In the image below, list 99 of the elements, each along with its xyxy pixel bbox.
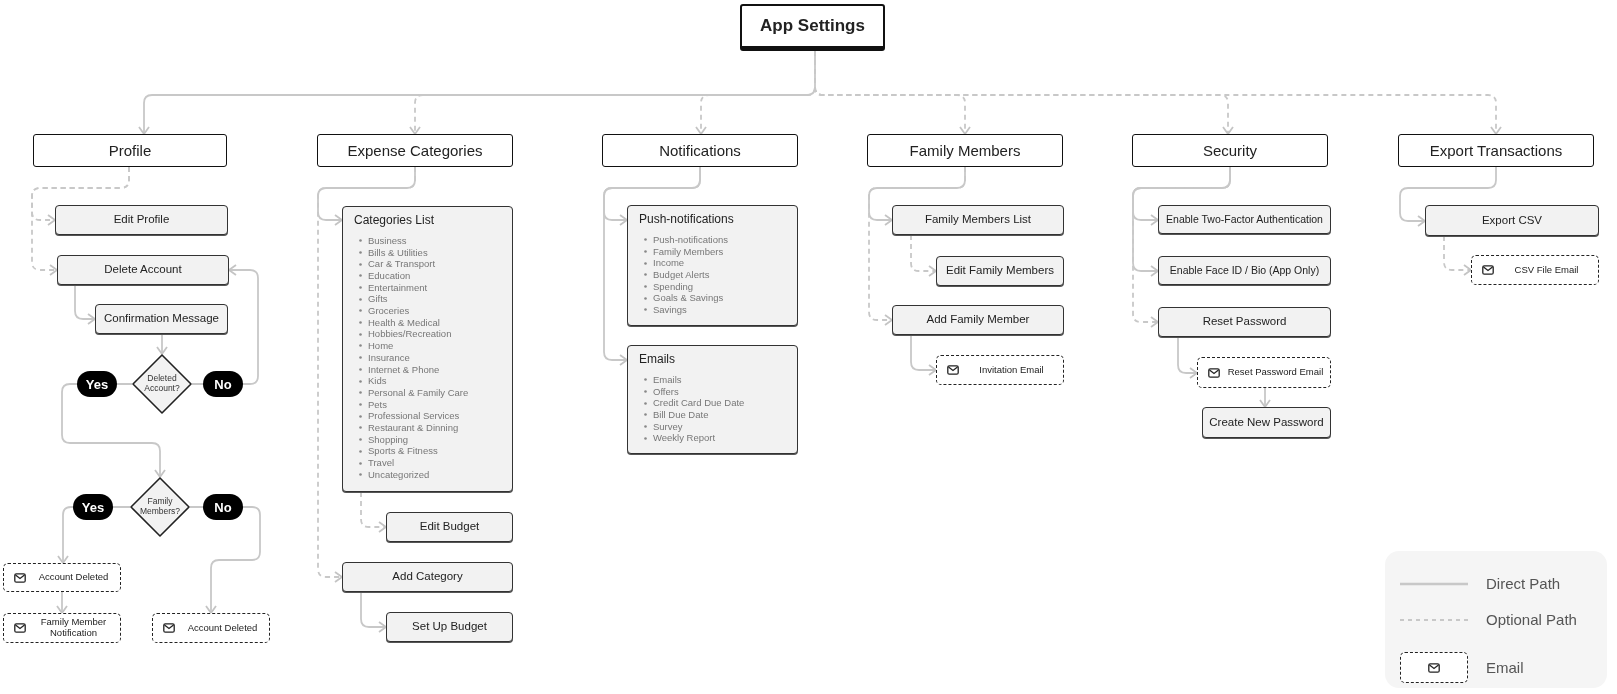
legend-label: Direct Path — [1486, 575, 1561, 592]
list-item: Home — [368, 340, 394, 352]
section-header-box: Notifications — [602, 134, 798, 167]
list-item: Car & Transport — [368, 258, 436, 270]
list-item: Savings — [653, 304, 687, 316]
process-box: Enable Face ID / Bio (App Only) — [1158, 256, 1331, 285]
list-item: Travel — [368, 457, 395, 469]
list-box — [627, 205, 798, 326]
process-box: Edit Family Members — [936, 256, 1064, 286]
list-item: Survey — [653, 420, 683, 433]
edge-label: No — [203, 494, 243, 520]
process-box: Set Up Budget — [386, 612, 513, 642]
process-box: Add Family Member — [892, 305, 1064, 335]
process-box: Confirmation Message — [95, 304, 228, 334]
list-item: Credit Card Due Date — [653, 397, 745, 409]
list-item: Kids — [368, 375, 387, 387]
process-box: Family Members List — [892, 205, 1064, 235]
decision-diamond — [130, 477, 190, 537]
process-box: Edit Budget — [386, 512, 513, 542]
list-item: Pets — [368, 398, 387, 411]
email-label: Account Deleted — [37, 572, 110, 583]
decision-diamond — [132, 354, 192, 414]
section-header-box: Security — [1132, 134, 1328, 167]
dashed-arrow — [868, 166, 966, 326]
email-label: Account Deleted — [186, 622, 259, 634]
list-heading: Emails — [639, 353, 676, 367]
list-box — [627, 345, 798, 454]
process-box: Create New Password — [1202, 407, 1331, 438]
list-item: Bills & Utilities — [368, 246, 428, 259]
list-item: Budget Alerts — [653, 268, 710, 281]
decision-label: Deleted Account? — [143, 374, 181, 394]
section-header-box: Export Transactions — [1398, 134, 1594, 167]
list-item: Education — [368, 269, 411, 282]
email-label: Reset Password Email — [1226, 367, 1325, 378]
list-item: Entertainment — [368, 281, 428, 294]
list-item: Internet & Phone — [368, 363, 440, 376]
process-box: Export CSV — [1425, 205, 1599, 236]
list-item: Family Members — [653, 245, 724, 258]
edge-label: No — [203, 371, 243, 397]
list-heading: Categories List — [354, 214, 436, 228]
email-box — [936, 355, 1064, 385]
arrow — [603, 166, 701, 366]
list-item: Shopping — [368, 433, 409, 446]
process-box: Edit Profile — [55, 205, 228, 235]
arrow — [56, 591, 68, 614]
list-item: Offers — [653, 385, 679, 398]
email-label: Invitation Email — [978, 364, 1045, 376]
dashed-arrow — [1443, 235, 1472, 276]
list-item: Uncategorized — [368, 468, 430, 481]
list-item: Insurance — [368, 351, 410, 364]
list-item: Groceries — [368, 305, 410, 317]
email-box — [1197, 357, 1331, 388]
email-box — [1471, 255, 1599, 285]
section-header-box: Expense Categories — [317, 134, 513, 167]
list-item: Gifts — [368, 293, 388, 305]
list-item: Sports & Fitness — [368, 445, 438, 458]
list-item: Bill Due Date — [653, 408, 709, 421]
email-box — [3, 563, 121, 592]
list-item: Professional Services — [368, 410, 460, 423]
arrow — [156, 333, 168, 355]
arrow — [1399, 166, 1497, 227]
section-header-box: Profile — [33, 134, 227, 167]
list-item: Restaurant & Dinning — [368, 422, 459, 434]
process-box: Enable Two-Factor Authentication — [1158, 205, 1331, 234]
list-item: Hobbies/Recreation — [368, 328, 452, 341]
list-item: Emails — [653, 373, 682, 386]
email-label: CSV File Email — [1513, 264, 1580, 276]
dashed-arrow — [910, 234, 937, 277]
list-item: Business — [368, 234, 407, 247]
list-item: Health & Medical — [368, 316, 440, 329]
process-box: Reset Password — [1158, 307, 1331, 337]
decision-label: Family Members? — [138, 497, 182, 517]
list-item: Income — [653, 257, 685, 269]
list-heading: Push-notifications — [639, 213, 735, 227]
list-item: Goals & Savings — [653, 292, 724, 304]
process-box: Delete Account — [57, 255, 229, 285]
dashed-arrow — [1132, 166, 1231, 328]
arrow — [1259, 387, 1271, 408]
arrow — [74, 284, 96, 325]
email-box — [152, 613, 270, 643]
edge-label: Yes — [73, 494, 113, 520]
arrow — [910, 334, 937, 376]
legend-label: Optional Path — [1486, 611, 1577, 628]
email-label: Family Member Notification — [39, 617, 108, 639]
dashed-arrow — [360, 491, 387, 533]
process-box: Add Category — [342, 562, 513, 592]
list-item: Spending — [653, 280, 694, 293]
root-box: App Settings — [740, 4, 885, 51]
list-item: Weekly Report — [653, 432, 716, 444]
arrow — [360, 591, 387, 633]
legend-label: Email — [1486, 659, 1524, 676]
edge-label: Yes — [77, 371, 117, 397]
dashed-arrow — [31, 166, 130, 276]
list-item: Personal & Family Care — [368, 386, 469, 399]
list-box — [342, 206, 513, 492]
email-box — [3, 613, 121, 643]
list-item: Push-notifications — [653, 233, 728, 246]
arrow — [1177, 336, 1198, 379]
section-header-box: Family Members — [867, 134, 1063, 167]
